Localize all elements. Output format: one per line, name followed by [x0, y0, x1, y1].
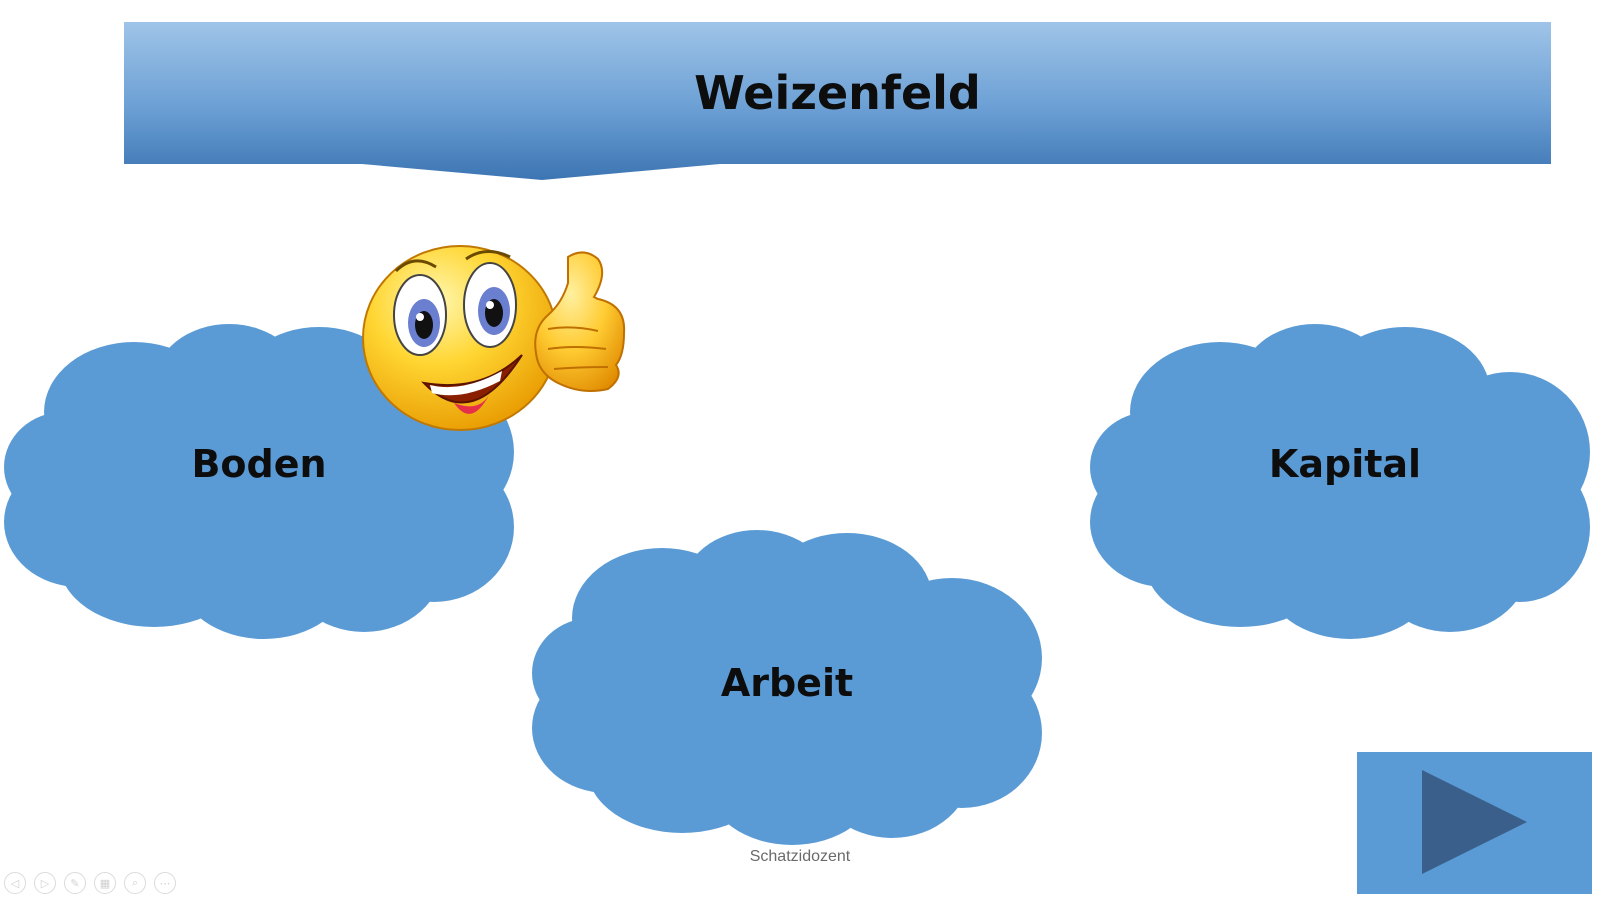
cloud-arbeit[interactable]: Arbeit: [532, 528, 1042, 848]
footer-text: Schatzidozent: [749, 848, 851, 865]
slides-icon[interactable]: ▦: [94, 872, 116, 894]
cloud-boden[interactable]: Boden: [4, 322, 514, 642]
play-triangle-icon: [1422, 770, 1527, 874]
more-icon[interactable]: ⋯: [154, 872, 176, 894]
pen-icon[interactable]: ✎: [64, 872, 86, 894]
title-banner: Weizenfeld: [124, 22, 1551, 180]
presenter-toolbar: ◁ ▷ ✎ ▦ ⌕ ⋯: [4, 872, 176, 894]
cloud-label: Arbeit: [720, 661, 854, 705]
next-icon[interactable]: ▷: [34, 872, 56, 894]
slide-title: Weizenfeld: [694, 66, 981, 120]
zoom-icon[interactable]: ⌕: [124, 872, 146, 894]
cloud-label: Boden: [191, 442, 327, 486]
next-slide-button[interactable]: [1357, 752, 1592, 894]
cloud-shape: [532, 530, 1042, 845]
cloud-shape: [1090, 324, 1590, 639]
cloud-label: Kapital: [1268, 442, 1422, 486]
previous-icon[interactable]: ◁: [4, 872, 26, 894]
cloud-kapital[interactable]: Kapital: [1090, 322, 1600, 642]
thumbs-up-smiley-icon: [362, 243, 642, 448]
banner-shape: [124, 22, 1551, 180]
cloud-shape: [4, 324, 514, 639]
